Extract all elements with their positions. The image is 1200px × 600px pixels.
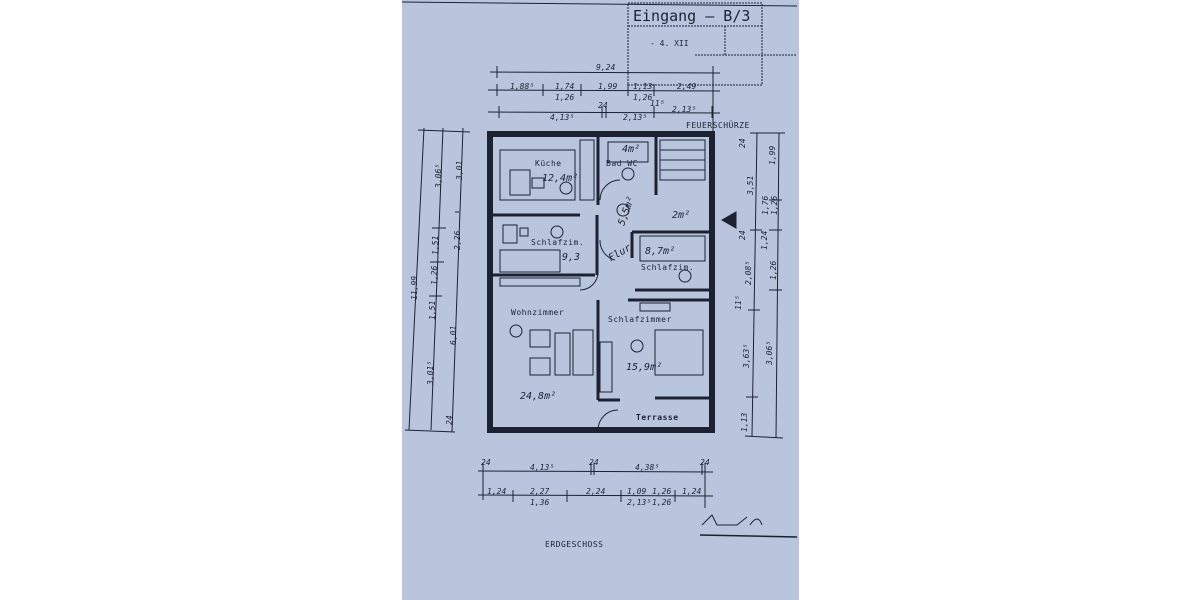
dim-label: 1,74 (555, 82, 574, 91)
dim-label: 3,01 (455, 161, 464, 181)
room-area: 2m² (672, 210, 690, 221)
room-area: 5,5m² (617, 195, 638, 227)
dim-label: 1,26 (770, 196, 779, 215)
dim-label: 2,24 (586, 487, 605, 496)
dim-label: 4,38⁵ (635, 463, 659, 472)
dim-label: 24 (589, 458, 599, 467)
dim-label: 3,63⁵ (742, 344, 751, 369)
dim-label: 1,26 (769, 261, 778, 280)
dim-label: 11⁵ (650, 99, 665, 108)
dim-label: 2,13⁵ (623, 113, 647, 122)
room-area: 15,9m² (626, 362, 662, 373)
stamp-title: Eingang – B/3 (633, 7, 750, 25)
dim-label: 2,13⁵ (627, 498, 651, 507)
dim-label: 3,51 (746, 176, 755, 196)
dim-label: 1,26 (633, 93, 652, 102)
dim-label: 2,08⁵ (744, 261, 753, 285)
room-name: Küche (535, 159, 562, 168)
dim-label: 1,24 (487, 487, 506, 496)
dim-label: 1,99 (598, 82, 617, 91)
dim-label: 1,88⁵ (510, 82, 534, 91)
dim-label: 1,26 (652, 487, 671, 496)
floor-plan-paper (402, 0, 799, 600)
dim-label: 1,51 (431, 236, 440, 255)
room-name: Bad WC (606, 159, 638, 168)
feuerschuerze-label: FEUERSCHÜRZE (686, 120, 750, 130)
dim-label: 1,24 (682, 487, 701, 496)
dim-label: 24 (598, 101, 608, 110)
interior-walls (490, 134, 712, 402)
dim-label: 1,99 (768, 146, 777, 165)
bottom-dimension-lines (477, 463, 798, 538)
dim-label: 1,26 (430, 266, 439, 285)
dim-label: 3,06⁵ (765, 341, 774, 366)
room-area: 12,4m² (542, 173, 578, 184)
room-area: 9,3 (562, 252, 580, 263)
dim-label: 1,76 (761, 196, 770, 215)
dim-label: 24 (445, 415, 454, 425)
dim-label: 2,26 (453, 231, 462, 250)
left-dimension-lines (404, 127, 471, 433)
dim-label: 9,24 (596, 63, 615, 72)
furniture (499, 139, 763, 526)
dim-label: 1,51 (428, 301, 437, 320)
room-area: 4m² (622, 144, 640, 155)
dim-label: 2,49 (677, 82, 696, 91)
dim-label: 24 (738, 230, 747, 240)
dim-label: 1,26 (555, 93, 574, 102)
terrace-label: Terrasse (636, 413, 679, 422)
room-name: Flur (607, 242, 633, 264)
dim-label: 4,13⁵ (530, 463, 554, 472)
stamp-date: - 4. XII (650, 39, 689, 48)
dim-label: 1,24 (760, 231, 769, 250)
floor-label: ERDGESCHOSS (545, 540, 603, 549)
dim-label: 1,13 (740, 413, 749, 432)
dim-label: 3,06⁵ (434, 164, 443, 189)
stamp-box (401, 1, 798, 86)
dim-label: 24 (738, 138, 747, 148)
dim-label: 4,13⁵ (550, 113, 574, 122)
dim-label: 11⁵ (734, 295, 743, 310)
dim-label: 1,26 (652, 498, 671, 507)
dim-label: 24 (700, 458, 710, 467)
room-name: Wohnzimmer (511, 308, 564, 317)
room-name: Schlafzim. (531, 238, 584, 247)
dim-label: 24 (481, 458, 491, 467)
room-area: 8,7m² (645, 246, 675, 257)
top-dimension-lines (487, 66, 721, 133)
dim-label: 2,27 (530, 487, 549, 496)
dim-label: 1,13 (633, 82, 652, 91)
room-name: Schlafzimmer (608, 315, 672, 324)
dim-label: 6,01 (449, 326, 458, 345)
exterior-walls (487, 131, 715, 433)
dim-label: 3,01⁵ (426, 361, 435, 386)
dim-label: 1,36 (530, 498, 549, 507)
dim-label: 11,99 (410, 276, 419, 300)
room-name: Schlafzim. (641, 263, 694, 272)
room-area: 24,8m² (520, 391, 556, 402)
right-dimension-lines (744, 132, 785, 439)
dim-label: 1,09 (627, 487, 646, 496)
dim-label: 2,13⁵ (672, 105, 696, 114)
